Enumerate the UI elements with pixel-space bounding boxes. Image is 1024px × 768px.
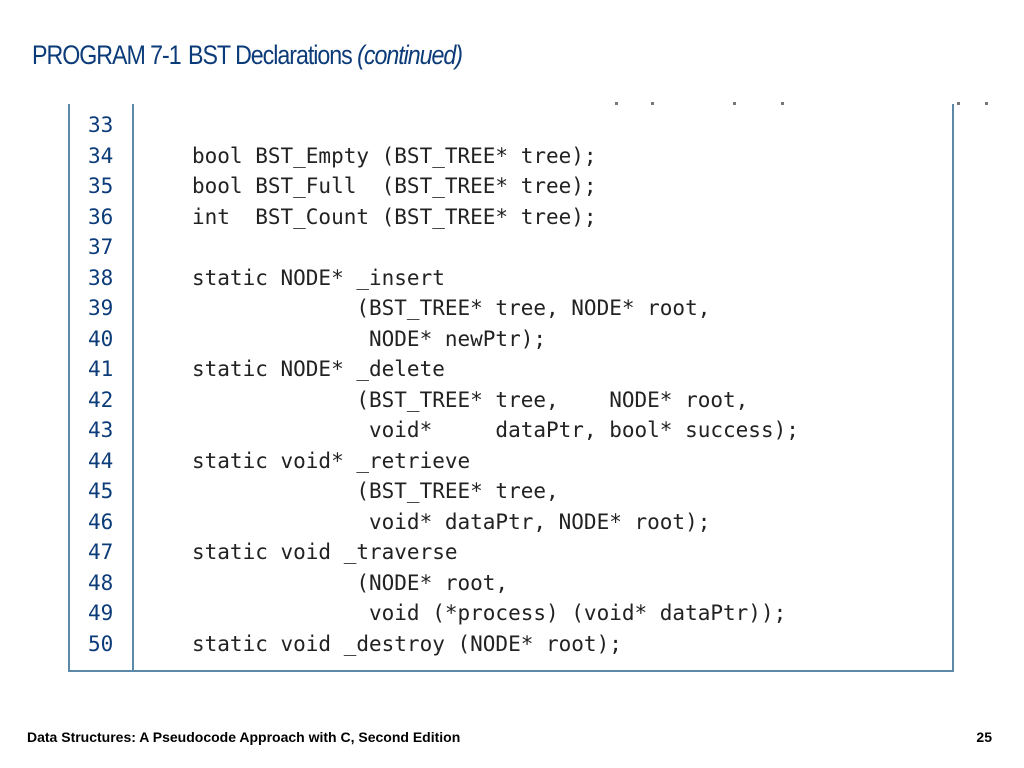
code-text: NODE* newPtr); [192, 326, 547, 351]
code-text: (BST_TREE* tree, NODE* root, [192, 296, 711, 320]
code-line: 43 void* dataPtr, bool* success); [70, 415, 952, 446]
code-lines: 33 34 bool BST_Empty (BST_TREE* tree); 35 bo… [70, 110, 952, 659]
code-line: 47 static void _traverse [70, 537, 952, 568]
line-number: 41 [88, 357, 114, 381]
code-line: 40 NODE* newPtr); [70, 324, 952, 355]
code-text: (NODE* root, [192, 570, 509, 595]
line-number: 40 [88, 326, 114, 351]
code-listing-frame: 33 34 bool BST_Empty (BST_TREE* tree); 35 bo… [68, 102, 988, 672]
code-text: (BST_TREE* tree, NODE* root, [192, 387, 749, 412]
footer-book-title: Data Structures: A Pseudocode Approach w… [27, 729, 461, 745]
code-text: void* dataPtr, NODE* root); [192, 509, 711, 534]
code-line: 49 void (*process) (void* dataPtr)); [70, 598, 952, 629]
line-number: 38 [88, 265, 114, 290]
code-line: 50 static void _destroy (NODE* root); [70, 629, 952, 660]
truncated-line-marks [615, 102, 995, 106]
line-number: 50 [88, 631, 114, 656]
line-number: 37 [88, 235, 114, 259]
code-line: 33 [70, 110, 952, 141]
code-text: void (*process) (void* dataPtr)); [192, 601, 787, 625]
code-line: 44 static void* _retrieve [70, 446, 952, 477]
line-number: 36 [88, 204, 114, 229]
line-number: 44 [88, 448, 114, 473]
line-number: 34 [88, 143, 114, 168]
line-number: 48 [88, 570, 114, 595]
code-text: static void _destroy (NODE* root); [192, 631, 622, 656]
line-number: 49 [88, 601, 114, 625]
program-title-text: BST Declarations [188, 40, 353, 70]
line-number: 39 [88, 296, 114, 320]
line-number: 43 [88, 418, 114, 442]
code-line: 42 (BST_TREE* tree, NODE* root, [70, 385, 952, 416]
code-text: static NODE* _insert [192, 265, 445, 290]
line-number: 47 [88, 540, 114, 564]
code-line: 34 bool BST_Empty (BST_TREE* tree); [70, 141, 952, 172]
line-number: 35 [88, 174, 114, 198]
code-line: 45 (BST_TREE* tree, [70, 476, 952, 507]
code-text: static NODE* _delete [192, 357, 445, 381]
line-number-divider [132, 104, 134, 670]
line-number: 33 [88, 113, 114, 137]
line-number: 46 [88, 509, 114, 534]
code-line: 46 void* dataPtr, NODE* root); [70, 507, 952, 538]
program-title-qualifier: (continued) [357, 40, 463, 70]
line-number: 42 [88, 387, 114, 412]
program-title: BST Declarations (continued) [188, 40, 463, 71]
code-line: 36 int BST_Count (BST_TREE* tree); [70, 202, 952, 233]
code-text: (BST_TREE* tree, [192, 479, 559, 503]
code-text: int BST_Count (BST_TREE* tree); [192, 204, 597, 229]
code-text: void* dataPtr, bool* success); [192, 418, 799, 442]
code-text: static void* _retrieve [192, 448, 471, 473]
footer-page-number: 25 [976, 729, 992, 745]
program-label: PROGRAM 7-1 [32, 40, 182, 70]
code-text: bool BST_Full (BST_TREE* tree); [192, 174, 597, 198]
code-text: bool BST_Empty (BST_TREE* tree); [192, 143, 597, 168]
code-line: 39 (BST_TREE* tree, NODE* root, [70, 293, 952, 324]
code-line: 38 static NODE* _insert [70, 263, 952, 294]
code-line: 35 bool BST_Full (BST_TREE* tree); [70, 171, 952, 202]
code-line: 48 (NODE* root, [70, 568, 952, 599]
line-number: 45 [88, 479, 114, 503]
slide-heading: PROGRAM 7-1 BST Declarations (continued) [32, 40, 507, 80]
code-line: 41 static NODE* _delete [70, 354, 952, 385]
code-text: static void _traverse [192, 540, 458, 564]
code-line: 37 [70, 232, 952, 263]
